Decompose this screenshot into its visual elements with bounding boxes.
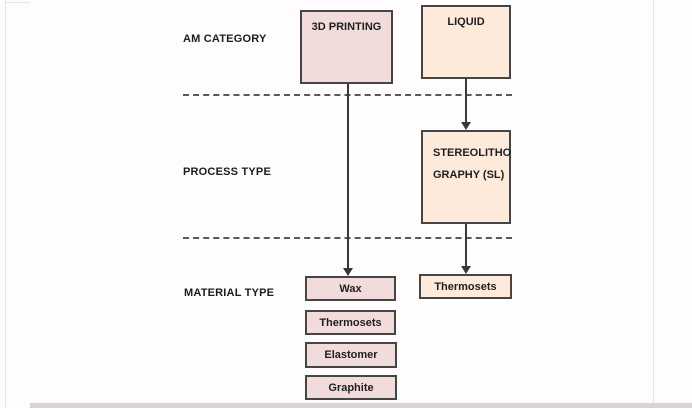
- material-wax: Wax: [305, 276, 396, 301]
- page-border-top: [5, 2, 30, 3]
- node-liquid: LIQUID: [421, 5, 511, 79]
- connector-liquid-to-sl-line: [465, 79, 467, 123]
- node-liquid-label: LIQUID: [447, 16, 485, 28]
- row-label-am-category: AM CATEGORY: [183, 33, 267, 45]
- connector-liquid-to-sl-arrowhead-icon: [461, 122, 471, 130]
- material-wax-label: Wax: [339, 282, 362, 295]
- node-3d-printing-label: 3D PRINTING: [311, 21, 382, 33]
- page-border-bottom: [30, 403, 692, 408]
- page-border-right: [653, 0, 654, 408]
- material-elastomer: Elastomer: [305, 342, 397, 368]
- connector-3dprinting-to-wax-line: [347, 84, 349, 269]
- node-stereolithography: STEREOLITHO GRAPHY (SL): [421, 130, 511, 224]
- node-stereolithography-label-line2: GRAPHY (SL): [433, 169, 505, 181]
- page-border-left: [5, 0, 6, 408]
- connector-sl-to-thermosets-arrowhead-icon: [461, 266, 471, 274]
- node-stereolithography-label-line1: STEREOLITHO: [433, 147, 512, 159]
- material-elastomer-label: Elastomer: [324, 349, 378, 361]
- material-thermosets-3dp: Thermosets: [305, 310, 396, 335]
- node-3d-printing: 3D PRINTING: [300, 10, 393, 84]
- connector-3dprinting-to-wax-arrowhead-icon: [343, 268, 353, 276]
- material-thermosets-3dp-label: Thermosets: [319, 316, 382, 329]
- connector-sl-to-thermosets-line: [465, 224, 467, 267]
- row-label-material-type: MATERIAL TYPE: [184, 287, 275, 299]
- material-thermosets-sl-label: Thermosets: [434, 280, 497, 293]
- material-graphite: Graphite: [305, 375, 397, 400]
- material-graphite-label: Graphite: [328, 381, 374, 394]
- row-label-process-type: PROCESS TYPE: [183, 166, 271, 178]
- material-thermosets-sl: Thermosets: [419, 274, 512, 299]
